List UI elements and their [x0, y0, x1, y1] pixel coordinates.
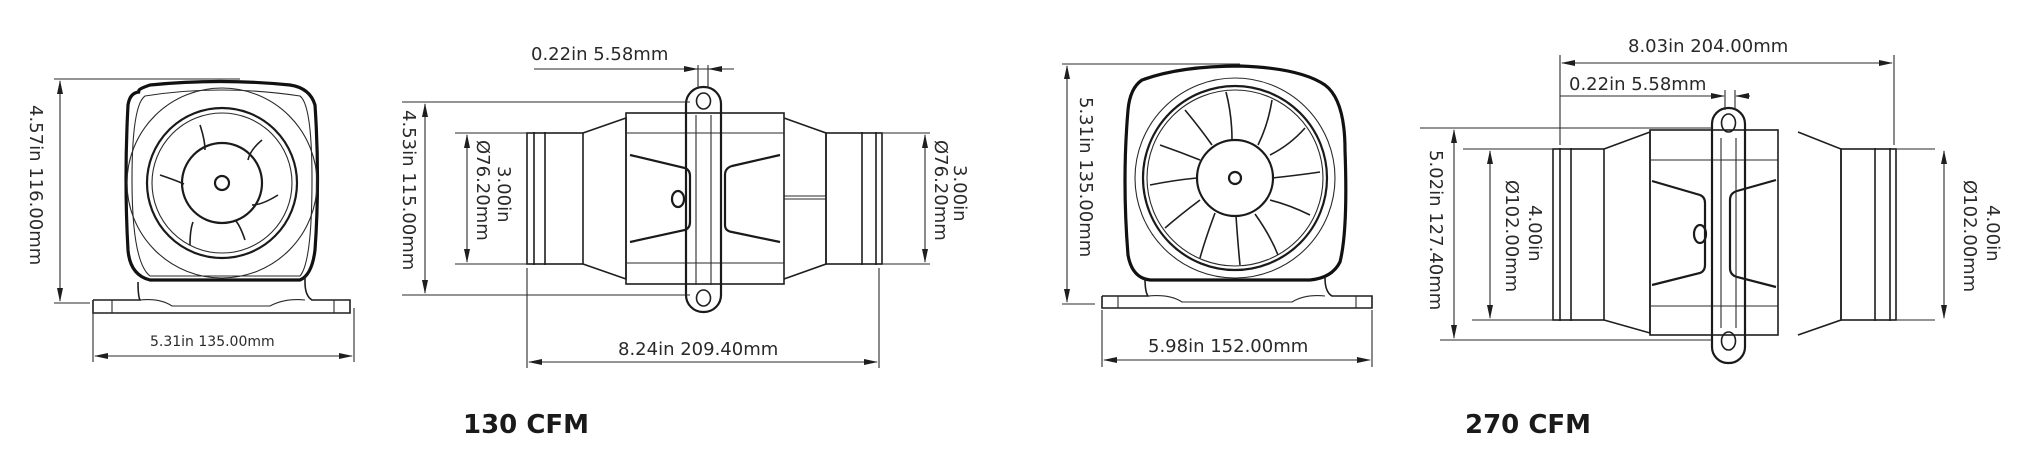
duct-diameter-in-right-270: 4.00in [1982, 205, 2003, 262]
front-height-label-270: 5.31in 135.00mm [1075, 97, 1096, 257]
duct-diameter-mm-right-130: Ø76.20mm [930, 140, 951, 241]
front-view-130cfm [92, 79, 351, 314]
duct-diameter-mm-left-270: Ø102.00mm [1501, 180, 1522, 292]
model-label-270cfm: 270 CFM [1465, 410, 1592, 440]
duct-diameter-in-right-130: 3.00in [949, 165, 970, 222]
housing-outline [1123, 64, 1348, 282]
overall-length-label-130: 8.24in 209.40mm [618, 339, 778, 360]
model-label-130cfm: 130 CFM [463, 410, 590, 440]
overall-height-label-130: 4.53in 115.00mm [398, 110, 419, 270]
flange-thickness-label-130: 0.22in 5.58mm [531, 44, 668, 65]
housing-outline [124, 79, 320, 282]
front-view-270cfm-dimensions: 5.31in 135.00mm 5.98in 152.00mm [1062, 63, 1373, 367]
overall-height-label-270: 5.02in 127.40mm [1425, 150, 1446, 310]
duct-diameter-mm-right-270: Ø102.00mm [1959, 180, 1980, 292]
base-width-label-270: 5.98in 152.00mm [1148, 336, 1308, 357]
duct-diameter-in-left-270: 4.00in [1524, 205, 1545, 262]
flange-thickness-label-270: 0.22in 5.58mm [1569, 74, 1706, 95]
front-view-130cfm-dimensions: 4.57in 116.00mm 5.31in 135.00mm [25, 78, 355, 362]
side-view-130cfm [526, 85, 883, 314]
base-width-label-130: 5.31in 135.00mm [150, 334, 275, 350]
front-height-label-130: 4.57in 116.00mm [25, 105, 46, 265]
side-view-270cfm-dimensions: 8.03in 204.00mm 0.22in 5.58mm 5.02in 127… [1420, 36, 2003, 341]
duct-diameter-in-left-130: 3.00in [493, 166, 514, 223]
overall-length-label-270: 8.03in 204.00mm [1628, 36, 1788, 57]
side-view-130cfm-dimensions: 0.22in 5.58mm 4.53in 115.00mm 3.00in Ø76… [398, 44, 970, 368]
front-view-270cfm [1101, 64, 1373, 309]
duct-diameter-mm-left-130: Ø76.20mm [472, 140, 493, 241]
side-view-270cfm [1552, 106, 1897, 365]
